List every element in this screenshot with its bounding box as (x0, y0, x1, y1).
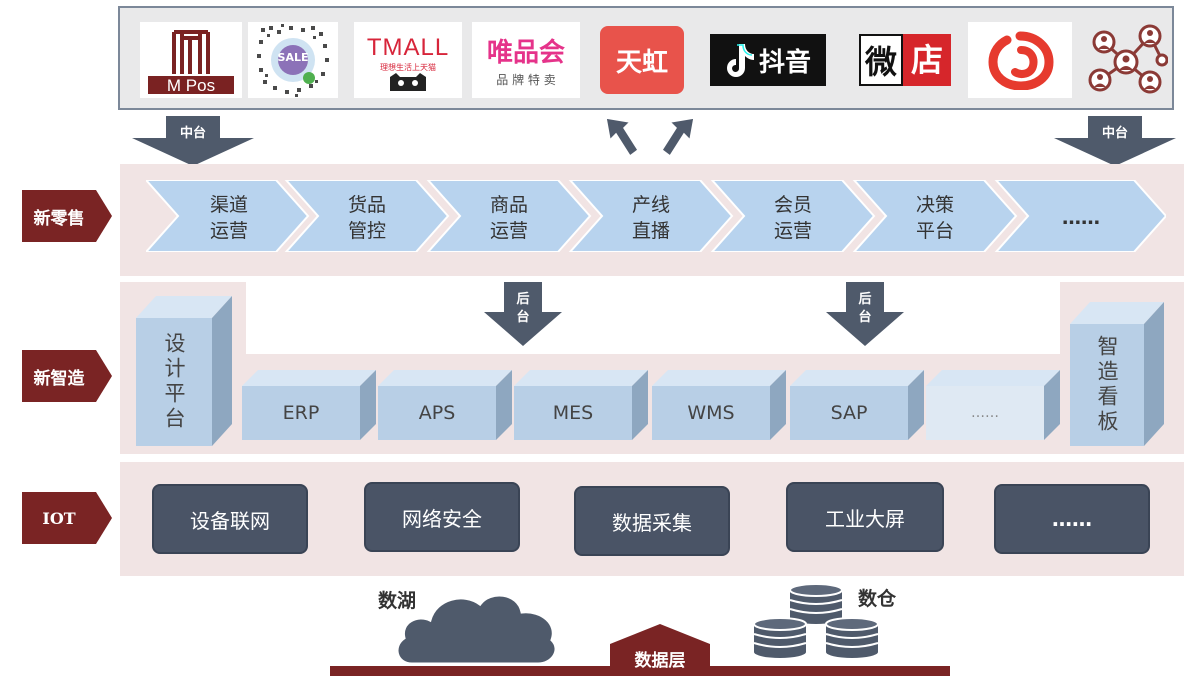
data-layer-label: 数据层 (634, 651, 686, 671)
douyin-note-icon (726, 44, 754, 77)
sale-qrcode: SALE (248, 22, 338, 98)
back-office-arrow-left (484, 282, 562, 346)
row-label-iot: IOT (22, 492, 112, 544)
chevron-goods-control: 货品管控 (347, 194, 386, 242)
tmall-wordmark: TMALL (366, 33, 450, 61)
iot-more: …… (994, 484, 1150, 554)
mpos-label: M Pos (166, 76, 216, 95)
row-label-manufacture: 新智造 (22, 350, 112, 402)
middle-platform-arrow-right (1054, 116, 1176, 166)
weidian-char-2: 店 (903, 34, 951, 86)
chevron-more: …… (1062, 207, 1100, 229)
chevron-line-live: 产线直播 (631, 194, 670, 242)
mes-box: MES (552, 402, 594, 424)
middle-platform-label-right: 中台 (1101, 126, 1128, 141)
tianhong-logo: 天虹 (600, 22, 684, 98)
vip-wordmark: 唯品会 (486, 38, 565, 68)
chevron-decision-platform: 决策平台 (915, 194, 954, 242)
tmall-slogan: 理想生活上天猫 (380, 62, 436, 72)
iot-industrial-screen: 工业大屏 (786, 482, 944, 552)
tmall-logo: TMALL 理想生活上天猫 (354, 22, 462, 98)
middle-platform-arrow-left (132, 116, 254, 166)
middle-platform-label-left: 中台 (179, 126, 206, 141)
row-label-retail: 新零售 (22, 190, 112, 242)
sale-label: SALE (277, 51, 309, 64)
douyin-label: 抖音 (758, 47, 811, 78)
row-label-manufacture-text: 新智造 (33, 368, 85, 389)
back-office-label-right-2: 台 (858, 310, 872, 325)
channel-logo-strip: M Pos SALE TMALL 理想生活上天猫 (118, 6, 1174, 110)
aps-box: APS (418, 402, 456, 424)
row-label-retail-text: 新零售 (33, 208, 85, 229)
up-arrows-icon (605, 117, 695, 158)
chevron-channel-ops: 渠道运营 (209, 194, 248, 242)
iot-data-collection: 数据采集 (574, 486, 730, 556)
weidian-logo: 微 店 (858, 22, 952, 98)
vip-logo: 唯品会 品 牌 特 卖 (472, 22, 580, 98)
design-platform-box: 设计平台 (162, 332, 186, 432)
data-warehouse-label: 数仓 (858, 588, 897, 610)
data-layer-base (330, 624, 950, 676)
vip-slogan: 品 牌 特 卖 (496, 73, 556, 87)
douyin-logo: 抖音 (710, 22, 826, 98)
network-people-icon (1082, 22, 1170, 98)
erp-box: ERP (282, 402, 320, 424)
chevron-product-ops: 商品运营 (489, 194, 528, 242)
iot-device-network: 设备联网 (152, 484, 308, 554)
row-label-iot-text: IOT (42, 508, 76, 528)
chevron-member-ops: 会员运营 (773, 194, 812, 242)
cloud-icon (395, 593, 558, 666)
back-office-label-left-2: 台 (516, 310, 530, 325)
weidian-char-1: 微 (859, 34, 903, 86)
iot-network-security: 网络安全 (364, 482, 520, 552)
sap-box: SAP (830, 402, 868, 424)
manufacture-dashboard-box: 智造看板 (1095, 335, 1119, 435)
more-systems-box: …… (971, 405, 999, 421)
system-boxes-3d (136, 296, 1164, 446)
back-office-arrow-right (826, 282, 904, 346)
back-office-label-left-1: 后 (516, 292, 530, 307)
mpos-logo: M Pos (140, 22, 242, 98)
tianhong-label: 天虹 (615, 47, 668, 78)
red-swirl-logo (968, 22, 1072, 98)
back-office-label-right-1: 后 (858, 292, 872, 307)
wms-box: WMS (687, 402, 735, 424)
data-lake-label: 数湖 (378, 590, 417, 612)
tmall-cat-icon (390, 72, 426, 91)
